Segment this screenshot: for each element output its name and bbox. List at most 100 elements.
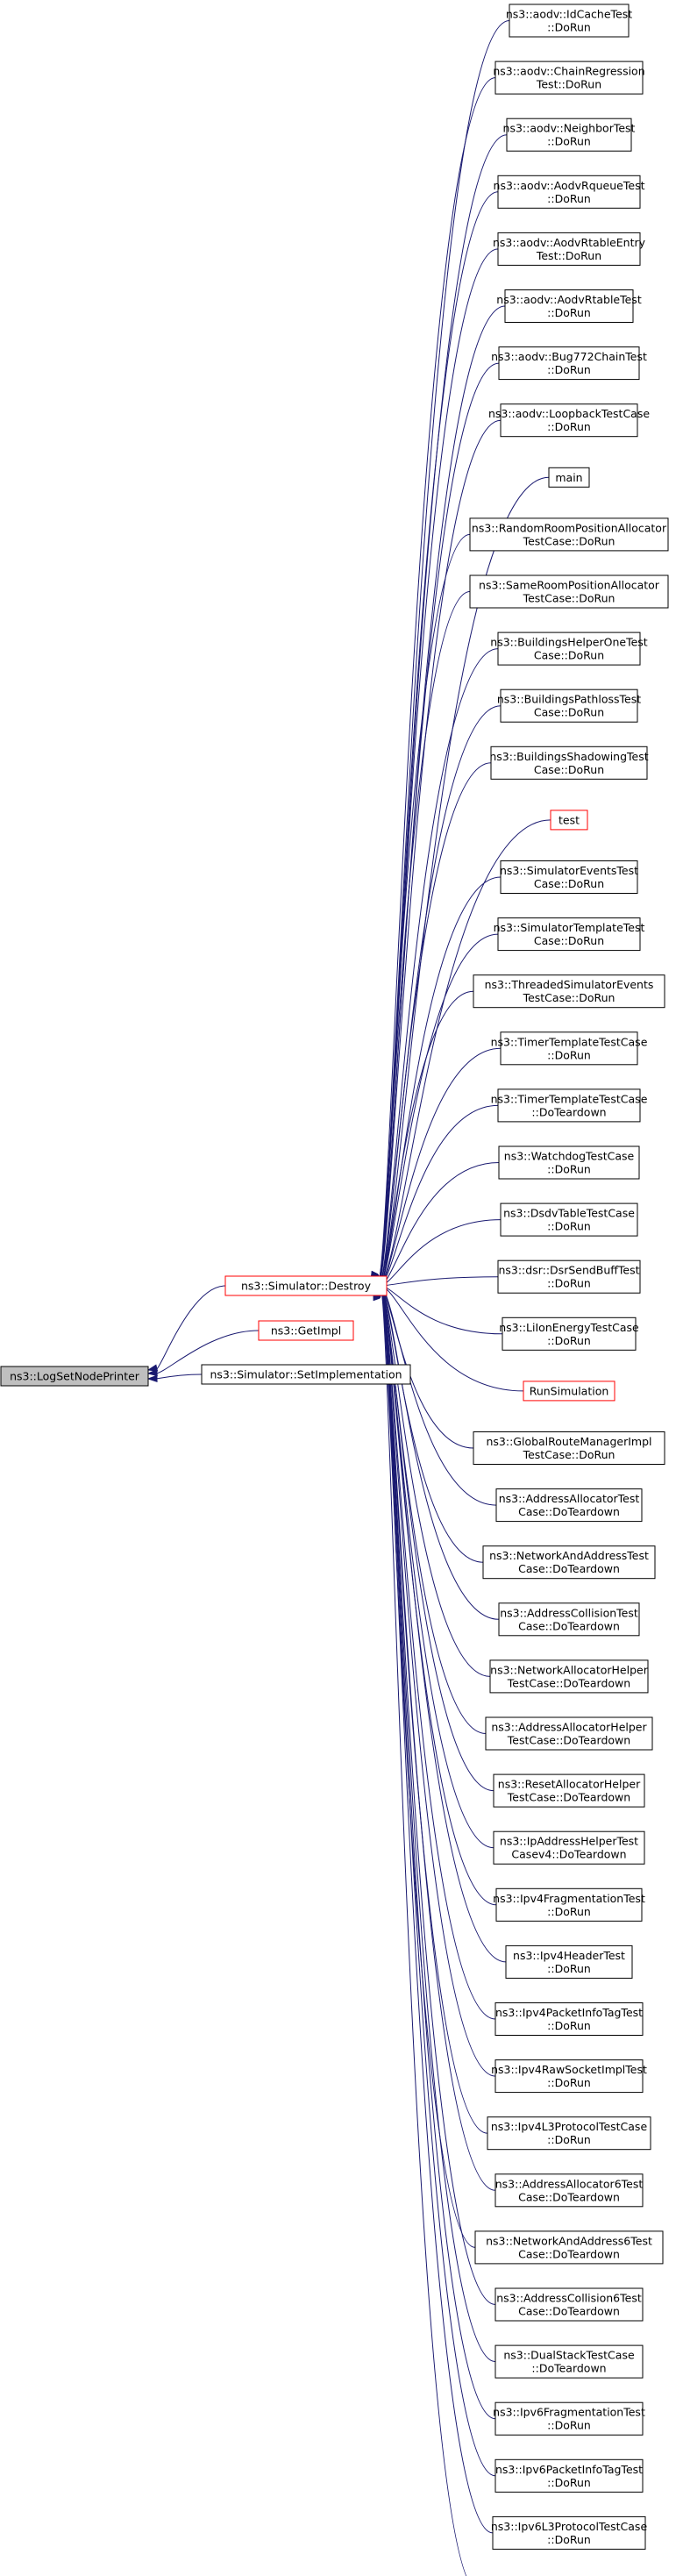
caller-main-8-box	[548, 467, 590, 488]
caller-ns3-ipv4packetinfotagtest-35-label-2: ::DoRun	[547, 2019, 591, 2032]
caller-main-8-node[interactable]: main	[548, 467, 590, 488]
edge-caller-1-to-destroy	[378, 77, 496, 1281]
caller-ns3-ipv4fragmentationtest-33-node[interactable]: ns3::Ipv4FragmentationTest::DoRun	[493, 1887, 645, 1922]
edge-level1-1-to-root-arrowhead	[146, 1368, 158, 1377]
caller-ns3-dsdvtabletestcase-21-box	[500, 1202, 638, 1237]
caller-ns3-addressallocatorhelper-30-label-1: ns3::AddressAllocatorHelper	[491, 1721, 647, 1734]
caller-ns3-addressallocator6test-38-node[interactable]: ns3::AddressAllocator6TestCase::DoTeardo…	[494, 2173, 644, 2208]
caller-ns3-simulatoreventstest-15-label-2: Case::DoRun	[534, 877, 604, 890]
caller-ns3-aodv-loopbacktestcase-7-label-1: ns3::aodv::LoopbackTestCase	[488, 407, 650, 420]
caller-ns3-aodv-aodvrtabletest-5-label-1: ns3::aodv::AodvRtableTest	[496, 293, 642, 306]
caller-ns3-aodv-bug772chaintest-6-box	[498, 346, 640, 381]
caller-ns3-ipv6packetinfotagtest-43-node[interactable]: ns3::Ipv6PacketInfoTagTest::DoRun	[494, 2458, 644, 2493]
caller-ns3-networkallocatorhelper-29-node[interactable]: ns3::NetworkAllocatorHelperTestCase::DoT…	[489, 1659, 649, 1694]
caller-ns3-ipv6l3protocoltestcase-44-box	[492, 2515, 646, 2550]
caller-ns3-sameroompositionallocator-10-node[interactable]: ns3::SameRoomPositionAllocatorTestCase::…	[469, 574, 669, 609]
caller-ns3-aodv-loopbacktestcase-7-node[interactable]: ns3::aodv::LoopbackTestCase::DoRun	[488, 403, 650, 438]
caller-ns3-simulator-setimplementation-node[interactable]: ns3::Simulator::SetImplementation	[201, 1364, 411, 1385]
caller-ns3-addresscollisiontest-28-node[interactable]: ns3::AddressCollisionTestCase::DoTeardow…	[498, 1602, 640, 1637]
caller-ns3-networkandaddress6test-39-label-1: ns3::NetworkAndAddress6Test	[486, 2234, 652, 2247]
edge-caller-4-to-destroy	[379, 248, 499, 1282]
caller-ns3-addressallocator6test-38-label-1: ns3::AddressAllocator6Test	[495, 2177, 644, 2190]
caller-ns3-aodv-chainregression-1-label-1: ns3::aodv::ChainRegression	[493, 65, 644, 78]
caller-ns3-ipv4packetinfotagtest-35-node[interactable]: ns3::Ipv4PacketInfoTagTest::DoRun	[494, 2002, 644, 2036]
caller-ns3-threadedsimulatorevents-17-node[interactable]: ns3::ThreadedSimulatorEventsTestCase::Do…	[473, 974, 665, 1009]
caller-ns3-randomroompositionallocator-9-label-1: ns3::RandomRoomPositionAllocator	[472, 521, 667, 534]
caller-ns3-dsdvtabletestcase-21-label-1: ns3::DsdvTableTestCase	[503, 1207, 635, 1220]
caller-ns3-resetallocatorhelper-31-node[interactable]: ns3::ResetAllocatorHelperTestCase::DoTea…	[493, 1773, 645, 1808]
caller-runsimulation-24-box	[523, 1381, 615, 1402]
edge-caller-23-to-destroy	[381, 1285, 503, 1335]
caller-ns3-aodv-neighbortest-2-label-2: ::DoRun	[547, 135, 591, 148]
caller-ns3-dsdvtabletestcase-21-label-2: ::DoRun	[547, 1220, 591, 1233]
edge-caller-19-to-destroy	[381, 1104, 499, 1286]
caller-ns3-getimpl-node[interactable]: ns3::GetImpl	[258, 1320, 354, 1341]
caller-ns3-dsr-dsrsendbufftest-22-node[interactable]: ns3::dsr::DsrSendBuffTest::DoRun	[497, 1259, 641, 1294]
caller-ns3-addressallocatortest-26-node[interactable]: ns3::AddressAllocatorTestCase::DoTeardow…	[495, 1488, 643, 1523]
caller-ns3-ipv4fragmentationtest-33-box	[495, 1887, 643, 1922]
caller-ns3-sameroompositionallocator-10-label-2: TestCase::DoRun	[523, 592, 615, 605]
caller-ns3-networkandaddresstest-27-node[interactable]: ns3::NetworkAndAddressTestCase::DoTeardo…	[482, 1545, 656, 1580]
caller-ns3-aodv-idcachetest-0-label-1: ns3::aodv::IdCacheTest	[506, 8, 632, 21]
caller-ns3-addressallocatorhelper-30-label-2: TestCase::DoTeardown	[507, 1734, 630, 1747]
caller-test-14-node[interactable]: test	[550, 810, 588, 831]
caller-ns3-globalroutemanagerimpl-25-node[interactable]: ns3::GlobalRouteManagerImplTestCase::DoR…	[473, 1431, 665, 1465]
caller-ns3-watchdogtestcase-20-node[interactable]: ns3::WatchdogTestCase::DoRun	[498, 1145, 640, 1180]
caller-ns3-dualstacktestcase-41-node[interactable]: ns3::DualStackTestCase::DoTeardown	[494, 2344, 644, 2379]
root-ns3-logsetnodeprinter-node[interactable]: ns3::LogSetNodePrinter	[0, 1366, 149, 1387]
caller-ns3-ipv4rawsocketimpltest-36-node[interactable]: ns3::Ipv4RawSocketImplTest::DoRun	[491, 2059, 647, 2094]
caller-ns3-dsdvtabletestcase-21-node[interactable]: ns3::DsdvTableTestCase::DoRun	[500, 1202, 638, 1237]
edge-caller-6-to-destroy	[379, 362, 500, 1282]
caller-ns3-addressallocatortest-26-label-2: Case::DoTeardown	[518, 1505, 620, 1518]
caller-ns3-ipaddresshelpertest-32-node[interactable]: ns3::IpAddressHelperTestCasev4::DoTeardo…	[493, 1830, 645, 1865]
caller-ns3-ipv6l3protocoltestcase-44-label-2: ::DoRun	[547, 2533, 591, 2546]
caller-ns3-aodv-aodvrqueuetest-3-node[interactable]: ns3::aodv::AodvRqueueTest::DoRun	[494, 175, 645, 209]
edge-caller-13-to-destroy	[380, 762, 492, 1284]
caller-ns3-timertemplatetestcase-18-node[interactable]: ns3::TimerTemplateTestCase::DoRun	[491, 1031, 648, 1066]
caller-ns3-ipv4packetinfotagtest-35-box	[494, 2002, 644, 2036]
caller-ns3-simulator-destroy-node[interactable]: ns3::Simulator::Destroy	[224, 1275, 388, 1296]
root-ns3-logsetnodeprinter-label-1: ns3::LogSetNodePrinter	[10, 1370, 140, 1383]
caller-ns3-simulatortemplatetest-16-box	[497, 917, 641, 952]
caller-ns3-timertemplatetestcase-18-label-2: ::DoRun	[547, 1048, 591, 1061]
caller-ns3-addressallocatorhelper-30-node[interactable]: ns3::AddressAllocatorHelperTestCase::DoT…	[485, 1716, 653, 1751]
caller-ns3-dualstacktestcase-41-label-1: ns3::DualStackTestCase	[503, 2349, 635, 2362]
edge-caller-45-to-destroy	[381, 1290, 467, 2576]
caller-ns3-aodv-loopbacktestcase-7-label-2: ::DoRun	[547, 420, 591, 433]
caller-ns3-ipv4l3protocoltestcase-37-label-1: ns3::Ipv4L3ProtocolTestCase	[491, 2120, 648, 2133]
caller-ns3-aodv-idcachetest-0-node[interactable]: ns3::aodv::IdCacheTest::DoRun	[506, 4, 632, 38]
caller-ns3-timertemplatetestcase-19-node[interactable]: ns3::TimerTemplateTestCase::DoTeardown	[491, 1088, 648, 1123]
caller-ns3-ipv4rawsocketimpltest-36-label-1: ns3::Ipv4RawSocketImplTest	[491, 2063, 647, 2076]
caller-ns3-ipv4l3protocoltestcase-37-node[interactable]: ns3::Ipv4L3ProtocolTestCase::DoRun	[487, 2116, 651, 2151]
caller-ns3-aodv-aodvrtabletest-5-node[interactable]: ns3::aodv::AodvRtableTest::DoRun	[496, 289, 642, 323]
caller-ns3-ipv6l3protocoltestcase-44-node[interactable]: ns3::Ipv6L3ProtocolTestCase::DoRun	[491, 2515, 648, 2550]
caller-ns3-networkandaddress6test-39-node[interactable]: ns3::NetworkAndAddress6TestCase::DoTeard…	[474, 2230, 664, 2265]
caller-ns3-addressallocator6test-38-box	[494, 2173, 644, 2208]
caller-ns3-aodv-idcachetest-0-box	[509, 4, 630, 38]
caller-ns3-ipv4headertest-34-box	[505, 1944, 633, 1979]
edge-level1-2-to-root-arrowhead	[146, 1374, 158, 1383]
edge-caller-3-to-destroy	[378, 191, 499, 1281]
caller-ns3-threadedsimulatorevents-17-label-2: TestCase::DoRun	[523, 991, 615, 1004]
caller-ns3-ipv6fragmentationtest-42-node[interactable]: ns3::Ipv6FragmentationTest::DoRun	[493, 2401, 645, 2436]
caller-ns3-addresscollision6test-40-node[interactable]: ns3::AddressCollision6TestCase::DoTeardo…	[494, 2287, 644, 2322]
caller-ns3-buildingsshadowingtest-13-box	[490, 746, 648, 780]
caller-ns3-aodv-neighbortest-2-node[interactable]: ns3::aodv::NeighborTest::DoRun	[503, 118, 636, 152]
caller-ns3-threadedsimulatorevents-17-label-1: ns3::ThreadedSimulatorEvents	[485, 978, 654, 991]
caller-ns3-liionenergytestcase-23-node[interactable]: ns3::LiIonEnergyTestCase::DoRun	[499, 1317, 639, 1351]
caller-ns3-ipv4headertest-34-node[interactable]: ns3::Ipv4HeaderTest::DoRun	[505, 1944, 633, 1979]
caller-ns3-randomroompositionallocator-9-node[interactable]: ns3::RandomRoomPositionAllocatorTestCase…	[469, 517, 669, 552]
caller-ns3-aodv-bug772chaintest-6-node[interactable]: ns3::aodv::Bug772ChainTest::DoRun	[491, 346, 647, 381]
caller-runsimulation-24-node[interactable]: RunSimulation	[523, 1381, 615, 1402]
edge-caller-36-to-destroy	[381, 1288, 496, 2077]
caller-ns3-ipaddresshelpertest-32-box	[493, 1830, 645, 1865]
caller-ns3-timertemplatetestcase-19-label-2: ::DoTeardown	[531, 1105, 606, 1118]
